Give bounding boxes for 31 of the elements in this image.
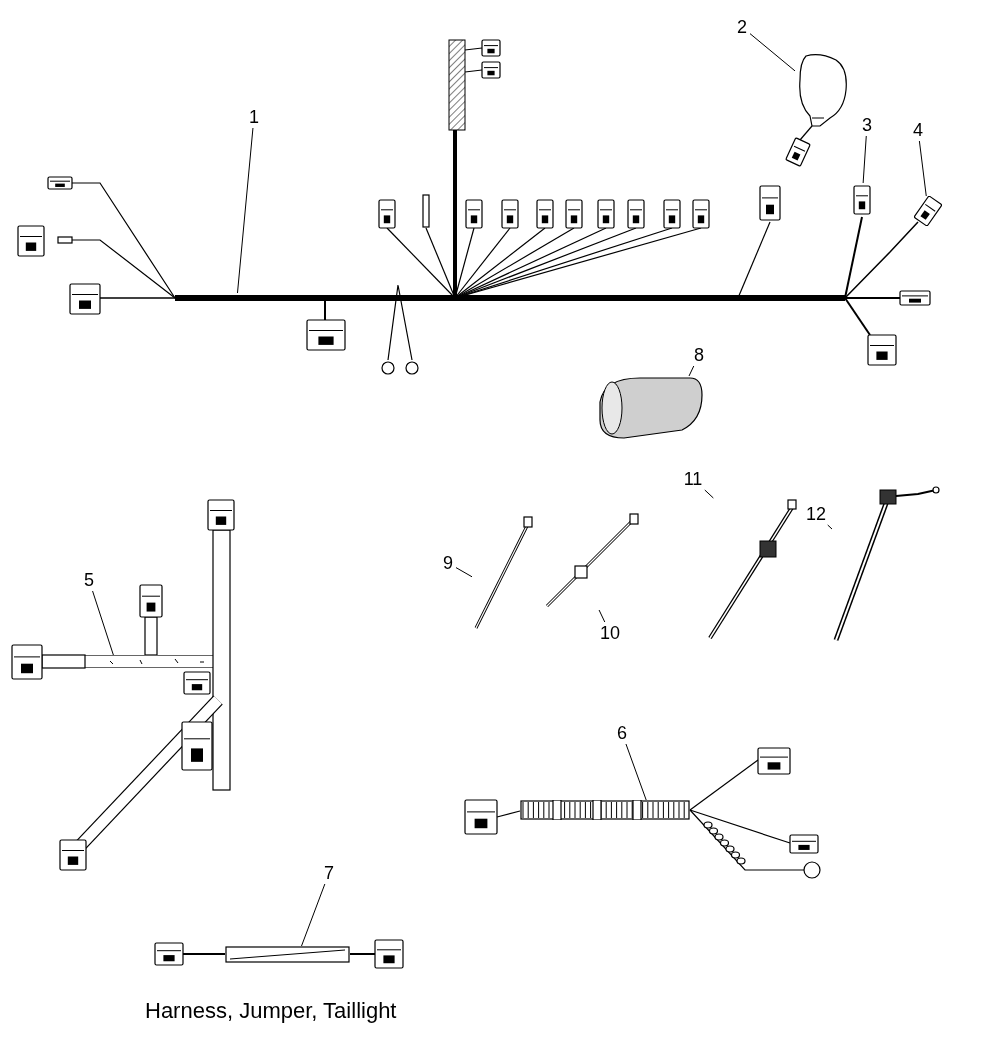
callout-number: 9 bbox=[440, 552, 456, 574]
leader-line bbox=[598, 609, 606, 623]
leader-line bbox=[918, 140, 927, 197]
wire-harness-trunk bbox=[85, 655, 213, 668]
leader-line bbox=[704, 489, 714, 499]
callout-number: 4 bbox=[910, 119, 926, 141]
callout-number: 10 bbox=[597, 622, 623, 644]
leader-line bbox=[862, 135, 867, 184]
callout-number: 3 bbox=[859, 114, 875, 136]
callout-number: 12 bbox=[803, 503, 829, 525]
leader-line bbox=[455, 567, 473, 578]
callout-number: 8 bbox=[691, 344, 707, 366]
leader-line bbox=[625, 743, 647, 801]
leader-line bbox=[236, 127, 254, 294]
corrugated-conduit bbox=[520, 800, 690, 820]
callout-number: 6 bbox=[614, 722, 630, 744]
callout-number: 7 bbox=[321, 862, 337, 884]
leader-line bbox=[92, 590, 114, 656]
leader-line bbox=[688, 365, 695, 377]
leader-line bbox=[301, 883, 326, 947]
leader-line bbox=[749, 33, 796, 72]
caption: Harness, Jumper, Taillight bbox=[145, 1000, 397, 1022]
grip-cover bbox=[598, 376, 704, 440]
callout-number: 2 bbox=[734, 16, 750, 38]
callout-number: 5 bbox=[81, 569, 97, 591]
wire-harness-trunk bbox=[172, 293, 848, 303]
leader-line bbox=[827, 524, 833, 530]
wire-connector bbox=[850, 183, 874, 217]
callout-number: 11 bbox=[680, 468, 706, 490]
callout-number: 1 bbox=[246, 106, 262, 128]
jumper-sleeve bbox=[225, 946, 350, 963]
